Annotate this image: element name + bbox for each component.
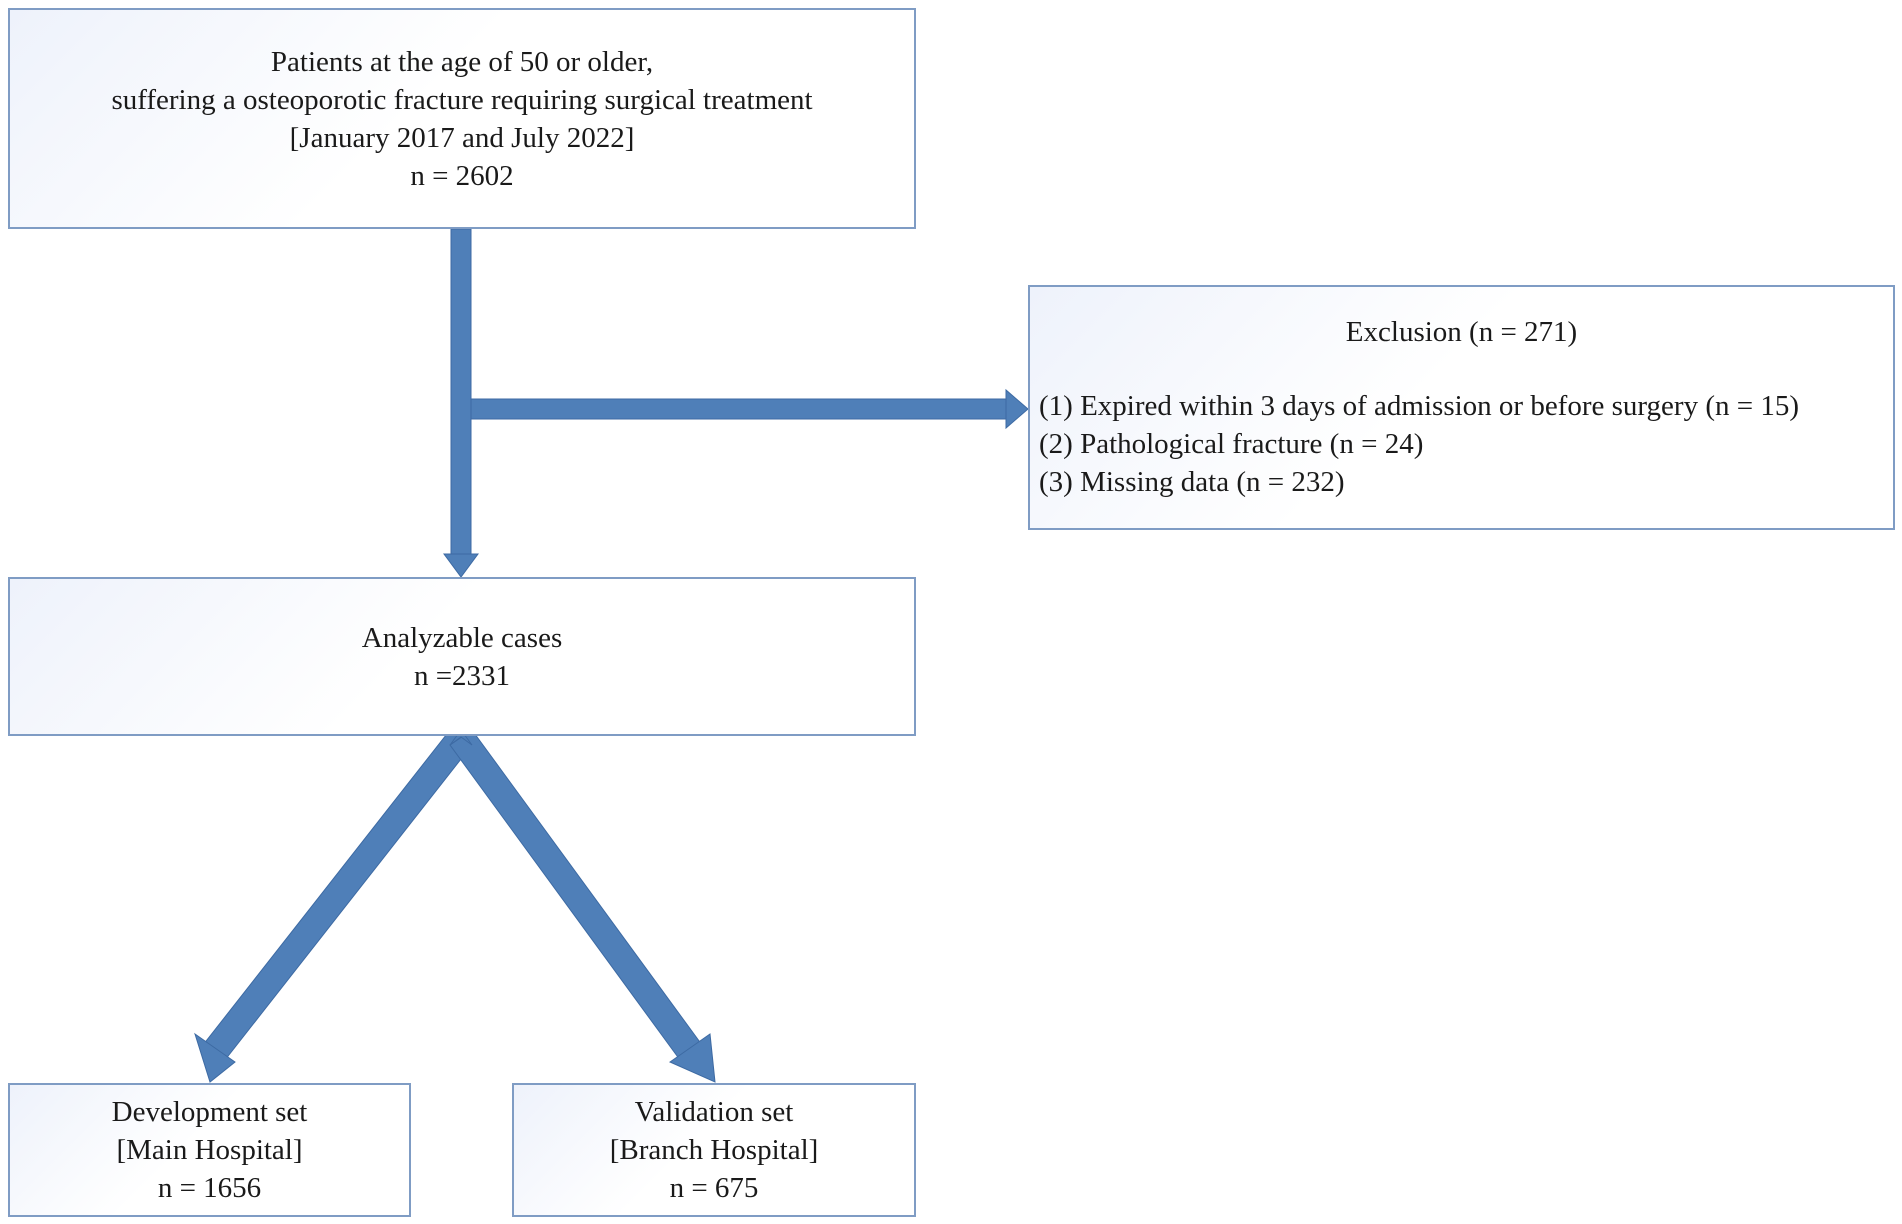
validation-count: n = 675 [669, 1172, 759, 1204]
patients-count: n = 2602 [410, 159, 514, 192]
exclusion-box: Exclusion (n = 271) (1) Expired within 3… [1028, 285, 1895, 530]
validation-arrow-head [668, 1033, 716, 1083]
development-arrow-shaft [202, 729, 473, 1061]
patients-box: Patients at the age of 50 or older, suff… [8, 8, 916, 229]
development-count: n = 1656 [157, 1172, 262, 1204]
exclusion-item-2: (2) Pathological fracture (n = 24) [1039, 428, 1424, 460]
trunk-arrow-shaft [450, 228, 472, 555]
development-label: Development set [111, 1096, 308, 1128]
development-arrow-head [194, 1032, 236, 1083]
validation-site: [Branch Hospital] [609, 1134, 819, 1166]
validation-arrow-shaft [449, 729, 703, 1061]
patients-line-2: suffering a osteoporotic fracture requir… [111, 83, 813, 116]
patients-line-1: Patients at the age of 50 or older, [270, 45, 654, 78]
analyzable-label: Analyzable cases [361, 621, 563, 654]
validation-box: Validation set [Branch Hospital] n = 675 [512, 1083, 916, 1217]
trunk-arrow-head [443, 553, 479, 578]
exclusion-item-1: (1) Expired within 3 days of admission o… [1039, 390, 1799, 422]
development-box: Development set [Main Hospital] n = 1656 [8, 1083, 411, 1217]
exclusion-list: (1) Expired within 3 days of admission o… [1030, 387, 1893, 501]
exclusion-item-3: (3) Missing data (n = 232) [1039, 466, 1345, 498]
patients-line-3: [January 2017 and July 2022] [289, 121, 635, 154]
exclusion-arrow-head [1005, 388, 1029, 430]
validation-label: Validation set [634, 1096, 794, 1128]
exclusion-title: Exclusion (n = 271) [1345, 316, 1578, 348]
analyzable-box: Analyzable cases n =2331 [8, 577, 916, 736]
development-site: [Main Hospital] [116, 1134, 303, 1166]
analyzable-count: n =2331 [413, 659, 511, 692]
exclusion-arrow-shaft [470, 398, 1007, 420]
